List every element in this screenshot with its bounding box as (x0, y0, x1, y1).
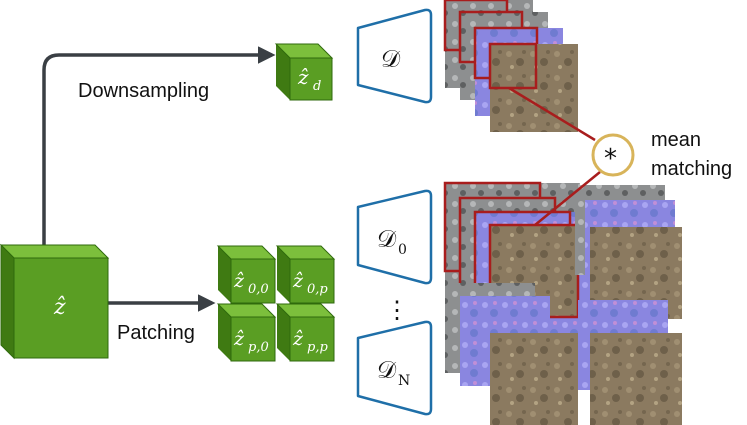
decoder-0: 𝒟 0 (356, 189, 433, 285)
downsampling-label: Downsampling (78, 80, 209, 102)
patch-00-base: ẑ (233, 270, 245, 292)
operator-symbol: * (604, 144, 617, 174)
decoder-n-base: 𝒟 (377, 356, 397, 384)
patching-label: Patching (117, 322, 195, 344)
match-line-top (508, 86, 596, 142)
decoder-top-label: 𝒟 (381, 45, 401, 73)
patch-00-sub: 0,0 (248, 282, 269, 297)
decoder-top: 𝒟 (356, 8, 433, 104)
decoder-ellipsis: ⋮ (385, 296, 409, 324)
patch-pp-base: ẑ (292, 328, 304, 350)
downsampling-arrow (42, 46, 276, 245)
patch-p0-sub: p,0 (248, 340, 269, 355)
bottom-texture-grid (443, 181, 682, 425)
patch-0p-sub: 0,p (307, 282, 328, 297)
decoder-n: 𝒟 N (356, 320, 433, 416)
decoder-0-base: 𝒟 (377, 225, 397, 253)
downsampled-latent-base: ẑ (297, 65, 309, 89)
patch-cube-00: ẑ 0,0 (216, 245, 277, 304)
mean-label-line2: matching (651, 158, 732, 180)
mean-matching-operator: * (591, 133, 635, 177)
top-texture-stack (443, 0, 578, 132)
patch-cube-p0: ẑ p,0 (216, 303, 277, 362)
main-latent-cube: ẑ (0, 243, 110, 360)
patch-pp-sub: p,p (307, 340, 328, 355)
downsampled-latent-sub: d (313, 79, 321, 94)
decoder-n-sub: N (398, 373, 410, 389)
match-line-bottom (534, 171, 601, 226)
patch-cube-0p: ẑ 0,p (275, 245, 336, 304)
decoder-0-sub: 0 (398, 242, 407, 258)
patch-0p-base: ẑ (292, 270, 304, 292)
patch-p0-base: ẑ (233, 328, 245, 350)
main-latent-label: ẑ (53, 295, 66, 320)
mean-label-line1: mean (651, 129, 701, 151)
downsampled-latent-cube: ẑ d (274, 43, 334, 101)
patch-cube-pp: ẑ p,p (275, 303, 336, 362)
